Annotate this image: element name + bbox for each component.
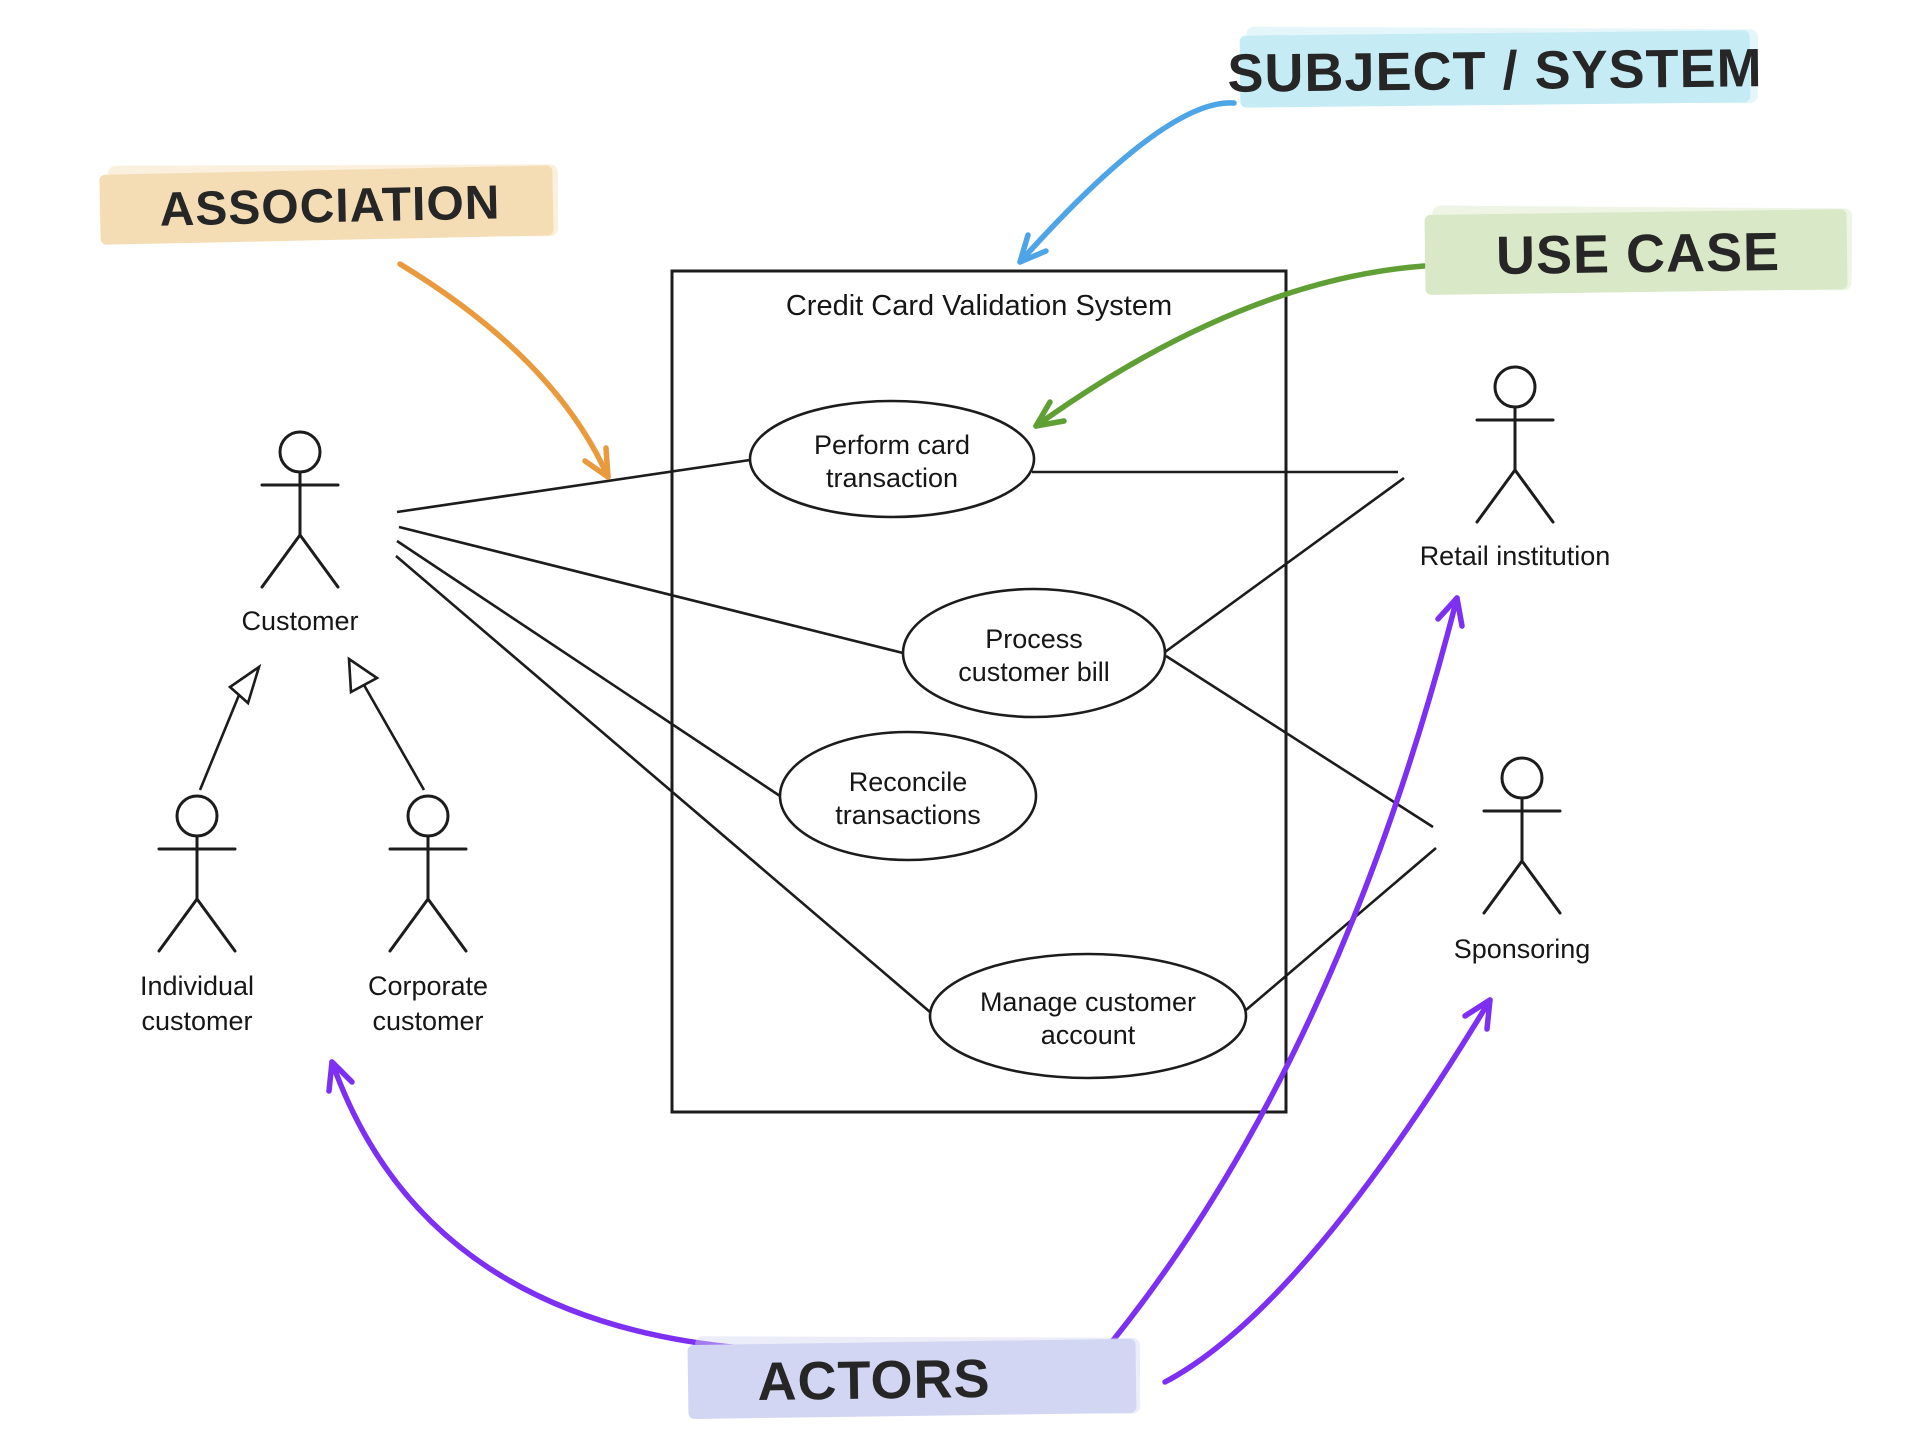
generalization-arrows [198,656,426,791]
actor-individual-label-2: customer [141,1006,252,1036]
actor-individual-label-1: Individual [140,971,254,1001]
use-case-annotation: USE CASE [1424,205,1853,295]
generalization-individual-head [227,663,262,706]
use-case-arrow [1033,263,1427,429]
actor-retail-institution-figure [1475,365,1555,524]
usecase-perform-label-1: Perform card [814,430,970,460]
usecase-process-label-2: customer bill [958,657,1110,687]
usecase-reconcile-label-2: transactions [835,800,981,830]
actors-arrow-sponsoring [1162,997,1493,1385]
usecase-perform-label-2: transaction [826,463,958,493]
actor-sponsoring-label: Sponsoring [1454,934,1591,964]
actors-highlight [687,1338,1137,1419]
association-label: ASSOCIATION [159,176,501,236]
actor-customer-label: Customer [241,606,358,636]
actor-corporate-label-2: customer [372,1006,483,1036]
assoc-customer-process [398,525,904,655]
actor-sponsoring-figure [1482,756,1562,915]
subject-system-highlight [1239,30,1751,108]
actor-individual-customer-figure [157,794,237,953]
usecase-manage-customer-account [928,952,1248,1080]
subject-system-label: SUBJECT / SYSTEM [1227,38,1763,104]
actors-arrow-left [326,1059,745,1351]
actor-retail-label: Retail institution [1420,541,1611,571]
use-case-highlight [1424,209,1848,295]
generalization-individual-line [198,694,241,791]
usecase-process-label-1: Process [985,624,1083,654]
assoc-customer-reconcile [396,539,781,798]
generalization-corporate-line [362,684,426,791]
subject-system-annotation: SUBJECT / SYSTEM [1227,26,1763,108]
generalization-corporate-head [347,656,380,695]
actors-annotation: ACTORS [687,1336,1141,1419]
use-case-label: USE CASE [1496,222,1781,286]
actor-corporate-label-1: Corporate [368,971,488,1001]
actors-arrow-retail [1077,595,1465,1383]
assoc-customer-perform [396,458,751,514]
assoc-sponsoring-process [1165,654,1434,829]
association-annotation: ASSOCIATION [99,164,559,245]
association-arrow [397,261,611,480]
system-boundary-box [670,269,1288,1114]
association-highlight [99,165,554,245]
usecase-reconcile-transactions [778,730,1038,862]
actor-corporate-customer-figure [388,794,468,953]
usecase-perform-card-transaction [748,399,1036,519]
subject-system-arrow [1017,100,1237,265]
assoc-customer-manage [395,555,931,1013]
usecase-manage-label-2: account [1041,1020,1136,1050]
actors-label: ACTORS [757,1349,991,1412]
system-title: Credit Card Validation System [786,290,1172,322]
usecase-process-customer-bill [901,587,1167,719]
usecase-reconcile-label-1: Reconcile [849,767,968,797]
assoc-sponsoring-manage [1245,847,1437,1011]
actor-customer-figure [260,430,340,589]
usecase-manage-label-1: Manage customer [980,987,1196,1017]
